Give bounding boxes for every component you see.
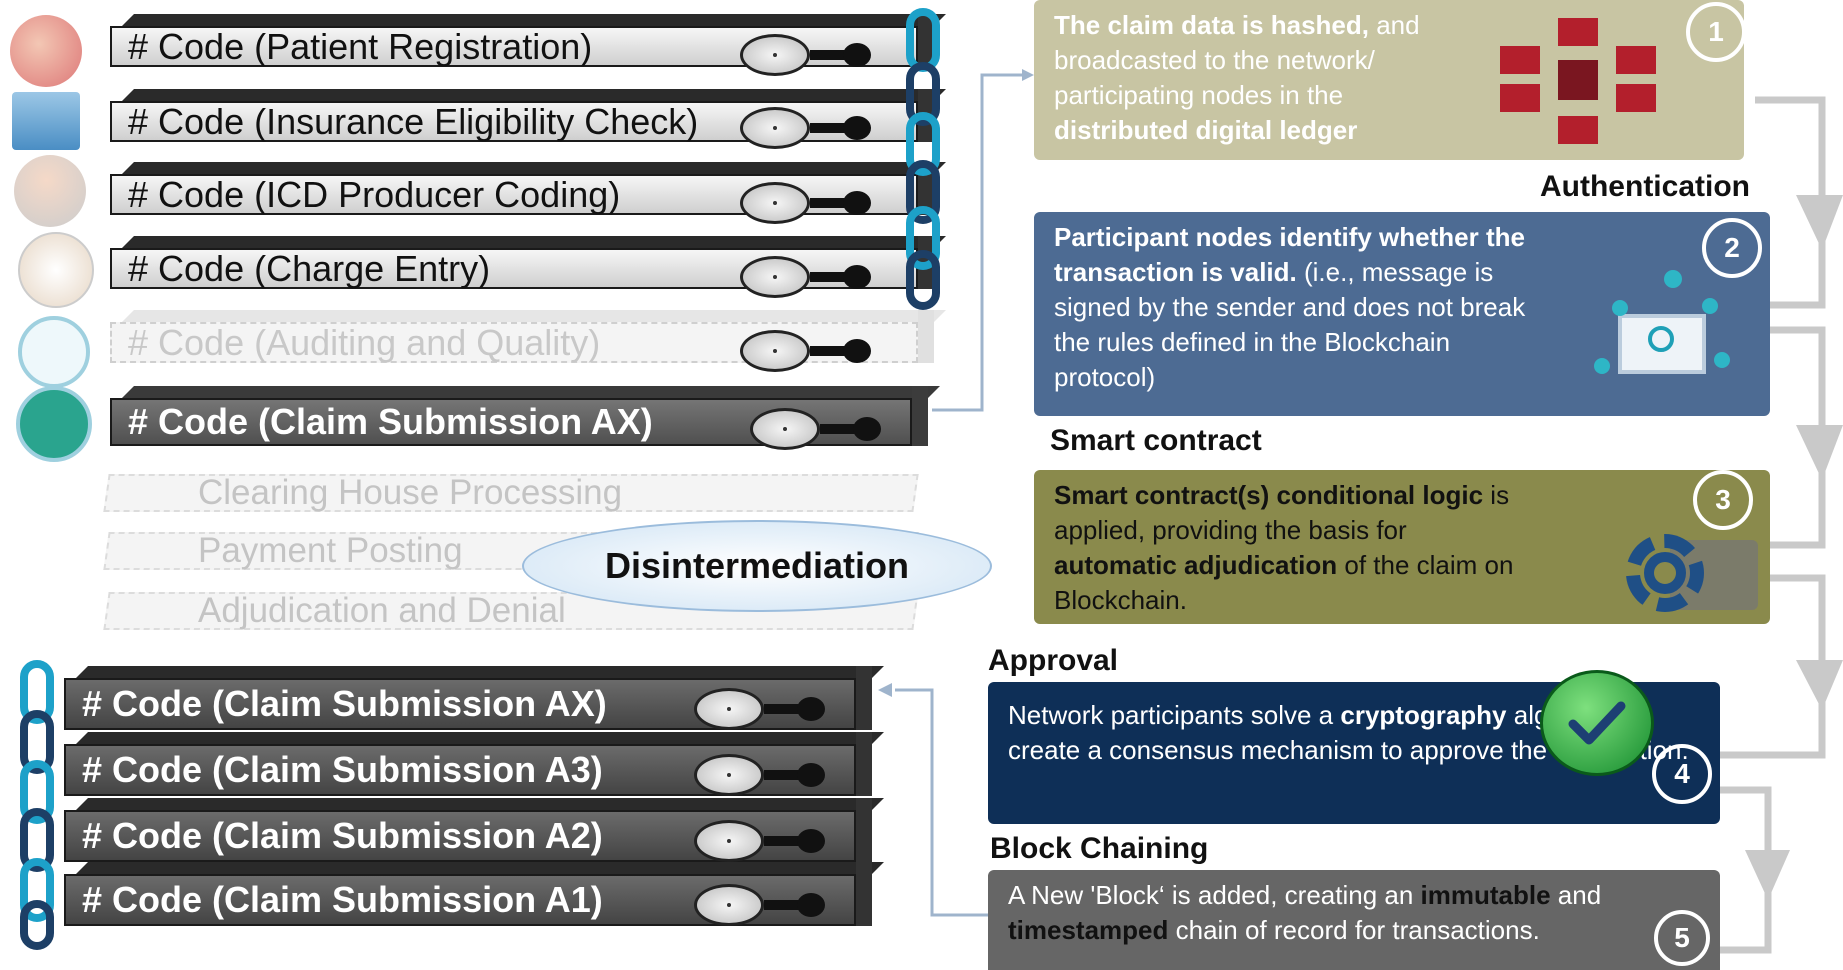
step-4-text: Network participants solve a [1008,700,1341,730]
chain-block: # Code (Claim Submission A2) [64,798,884,862]
step-2-text: (i.e., message is signed by the sender a… [1054,257,1526,392]
step-1-box: The claim data is hashed, and broadcaste… [1034,0,1744,160]
step-2-bold: Participant nodes identify whether the t… [1054,222,1525,287]
chain-link-icon [906,250,940,310]
key-icon [810,198,850,208]
step-1-number: 1 [1686,2,1746,62]
chain-block: # Code (Claim Submission A1) [64,862,884,926]
chain-block: # Code (Claim Submission AX) [64,666,884,730]
step-3-bold-2: automatic adjudication [1054,550,1338,580]
step-3-number: 3 [1693,470,1753,530]
disintermediation-ellipse: Disintermediation [522,520,992,612]
clock-icon [694,754,764,796]
code-block: # Code (Charge Entry) [110,236,946,298]
clock-icon [740,107,810,149]
code-block-current: # Code (Claim Submission AX) [110,386,940,450]
step-4-heading: Approval [988,644,1119,677]
clock-icon [740,256,810,298]
doctor-avatar-icon [14,155,86,227]
step-5-text-3: chain of record for transactions. [1168,915,1540,945]
checkmark-icon [1540,670,1654,776]
step-4-bold: cryptography [1340,700,1507,730]
step-2-heading: Authentication [1540,170,1750,203]
chain-link-icon [20,900,54,950]
step-3-text: is applied, providing the basis for [1054,480,1510,545]
key-icon [810,346,850,356]
key-icon [810,272,850,282]
step-5-text-2: and [1550,880,1602,910]
key-icon [810,50,850,60]
clock-icon [694,884,764,926]
step-1-text: and broadcasted to the network/ particip… [1054,10,1420,110]
code-block-faded: # Code (Auditing and Quality) [110,310,946,372]
step-1-bold: The claim data is hashed, [1054,10,1369,40]
step-5-box: A New 'Block‘ is added, creating an immu… [988,870,1720,970]
clock-icon [750,408,820,450]
step-5-bold: immutable [1420,880,1551,910]
clock-icon [740,330,810,372]
code-block: # Code (ICD Producer Coding) [110,162,946,224]
key-icon [764,900,804,910]
step-3-bold: Smart contract(s) conditional logic [1054,480,1484,510]
gear-folder-icon [1622,528,1762,620]
clock-icon [740,182,810,224]
step-3-text-2: of the claim on Blockchain. [1054,550,1514,615]
key-icon [820,424,860,434]
clock-icon [740,34,810,76]
key-icon [810,123,850,133]
clock-icon [694,688,764,730]
network-computers-icon [1500,18,1660,148]
pharmacist-avatar-icon [18,232,94,308]
step-2-number: 2 [1702,218,1762,278]
step-5-number: 5 [1654,910,1710,966]
key-icon [764,704,804,714]
hospital-icon [12,92,80,150]
step-5-heading: Block Chaining [990,832,1209,865]
step-4-number: 4 [1652,744,1712,804]
step-1-bold-2: distributed digital ledger [1054,115,1358,145]
patient-avatar-icon [10,15,82,87]
key-icon [764,836,804,846]
claim-document-icon [16,386,92,462]
computer-search-icon [1590,270,1730,395]
key-icon [764,770,804,780]
step-3-heading: Smart contract [1050,424,1262,457]
clock-icon [694,820,764,862]
chain-block: # Code (Claim Submission A3) [64,732,884,796]
step-5-bold-2: timestamped [1008,915,1169,945]
step-5-text: A New 'Block‘ is added, creating an [1008,880,1421,910]
audit-magnifier-icon [18,316,90,388]
